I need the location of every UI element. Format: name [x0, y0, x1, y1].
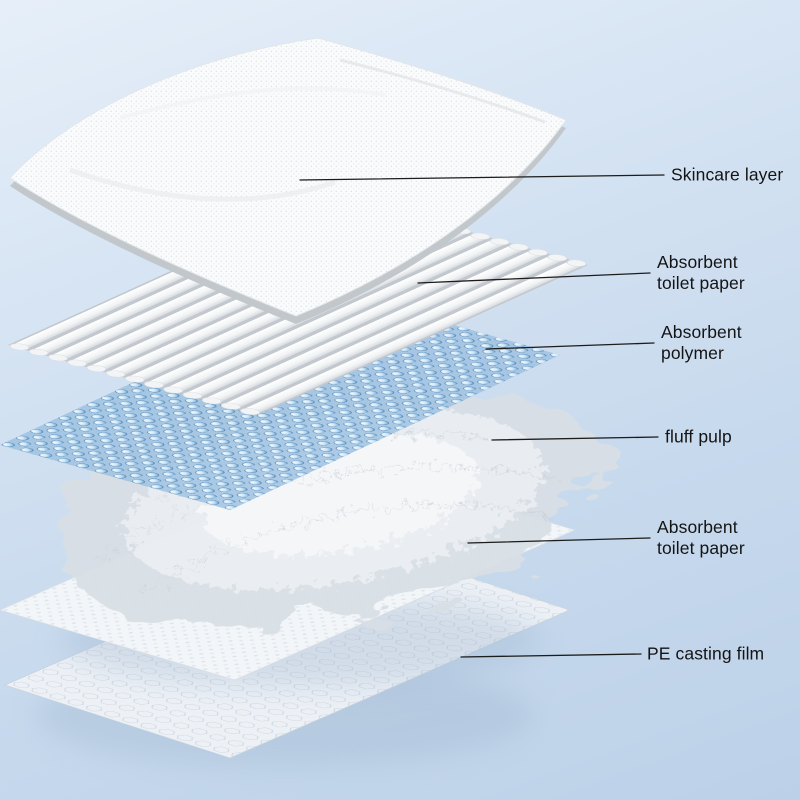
label-absorbent-toilet-paper-top: Absorbent toilet paper [657, 252, 745, 293]
leader-line-pe-film [460, 653, 642, 658]
label-absorbent-toilet-paper-bottom: Absorbent toilet paper [657, 517, 745, 558]
leader-line-toilet-paper-top [417, 272, 651, 284]
leader-line-polymer [485, 342, 655, 350]
leader-line-fluff [491, 436, 659, 441]
label-absorbent-polymer: Absorbent polymer [661, 322, 742, 363]
leader-lines [299, 174, 665, 658]
leader-line-toilet-paper-bottom [467, 537, 651, 544]
label-skincare-layer: Skincare layer [671, 164, 784, 185]
leader-line-skincare [299, 174, 665, 181]
label-pe-casting-film: PE casting film [647, 643, 765, 664]
label-fluff-pulp: fluff pulp [665, 426, 732, 447]
layer-skincare [9, 37, 567, 324]
